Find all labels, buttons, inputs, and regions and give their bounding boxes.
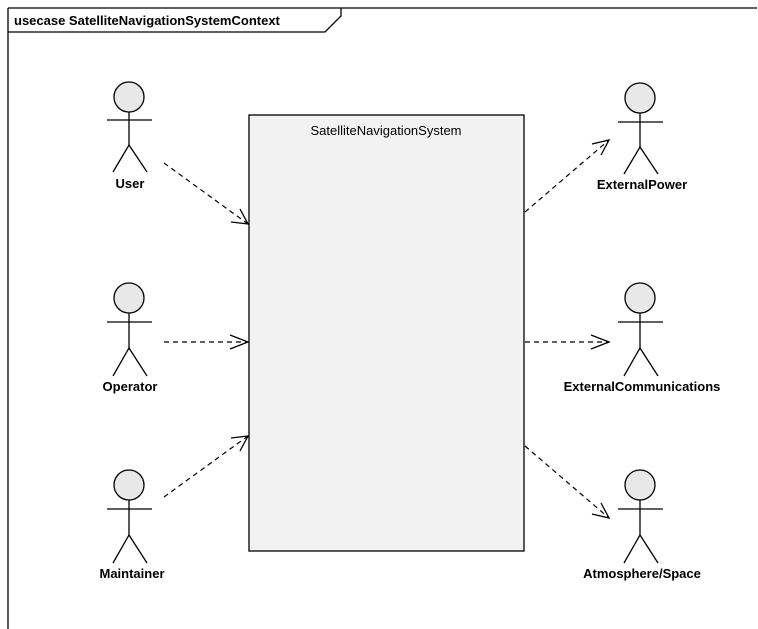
dependency-line: [524, 445, 610, 519]
system-name: SatelliteNavigationSystem: [310, 123, 461, 138]
system-box[interactable]: [248, 114, 525, 552]
actor-stickfigure-icon: [107, 469, 152, 564]
actor-label: ExternalCommunications: [564, 379, 721, 394]
dependency-line: [163, 162, 249, 225]
actor-stickfigure-icon: [107, 282, 152, 377]
actor-label: Operator: [103, 379, 158, 394]
actor-stickfigure-icon: [618, 82, 663, 175]
actor-maintainer[interactable]: Maintainer: [99, 469, 165, 581]
dependency-line: [524, 139, 610, 213]
dependency-system-externalpower[interactable]: [524, 139, 611, 213]
actor-label: User: [116, 176, 145, 191]
arrowhead-icon: [230, 208, 250, 225]
dependency-user-system[interactable]: [163, 162, 250, 225]
arrowhead-icon: [591, 139, 611, 156]
arrowhead-icon: [591, 502, 611, 519]
diagram-frame: usecase SatelliteNavigationSystemContext: [7, 7, 757, 629]
dependency-system-externalcommunications[interactable]: [525, 334, 611, 350]
actor-stickfigure-icon: [107, 81, 152, 173]
frame-tab-outline: [8, 8, 342, 33]
actor-externalpower[interactable]: ExternalPower: [597, 82, 687, 192]
arrowhead-icon: [590, 334, 611, 350]
frame-title: usecase SatelliteNavigationSystemContext: [14, 13, 281, 28]
actor-atmospherespace[interactable]: Atmosphere/Space: [583, 469, 701, 581]
dependency-line: [163, 435, 249, 498]
actor-externalcommunications[interactable]: ExternalCommunications: [564, 282, 721, 394]
arrowhead-icon: [230, 435, 250, 452]
actor-user[interactable]: User: [107, 81, 152, 191]
actor-label: Maintainer: [99, 566, 164, 581]
arrowhead-icon: [229, 334, 250, 350]
actor-label: Atmosphere/Space: [583, 566, 701, 581]
system-boundary[interactable]: SatelliteNavigationSystem: [248, 114, 525, 552]
actor-operator[interactable]: Operator: [103, 282, 158, 394]
actor-stickfigure-icon: [618, 282, 663, 377]
dependency-maintainer-system[interactable]: [163, 435, 250, 498]
dependency-system-atmospherespace[interactable]: [524, 445, 611, 519]
actor-stickfigure-icon: [618, 469, 663, 564]
actor-label: ExternalPower: [597, 177, 687, 192]
dependency-operator-system[interactable]: [164, 334, 250, 350]
